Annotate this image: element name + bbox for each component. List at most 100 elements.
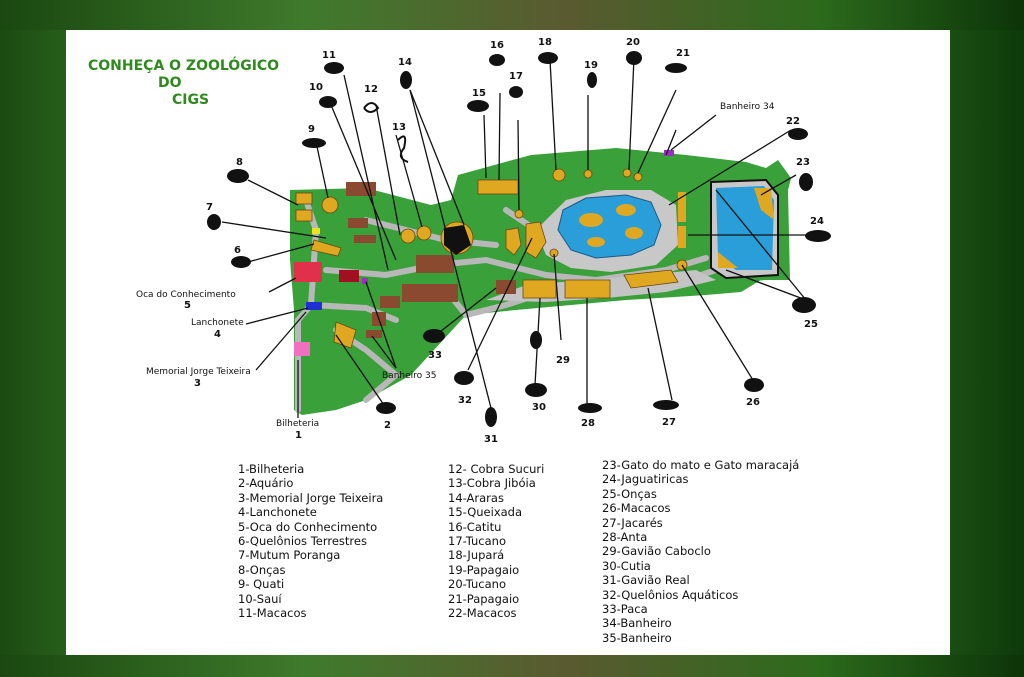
quati-icon-9 <box>302 138 326 148</box>
legend-item: 5-Oca do Conhecimento <box>238 519 378 534</box>
num-15: 15 <box>472 88 486 99</box>
lake-island-2 <box>616 204 636 216</box>
num-13: 13 <box>392 122 406 133</box>
onca-icon-25 <box>792 297 816 313</box>
label-memorial-num: 3 <box>194 378 201 389</box>
legend-item: 14-Araras <box>448 490 504 505</box>
legend-item: 1-Bilheteria <box>238 462 305 476</box>
enclosure-ground-1 <box>754 188 774 220</box>
legend-item: 8-Onças <box>238 562 286 577</box>
lake-island-4 <box>587 237 605 247</box>
label-oca-num: 5 <box>184 300 191 311</box>
legend-item: 25-Onças <box>602 486 657 501</box>
top-background-band <box>0 0 1024 30</box>
num-2: 2 <box>384 420 391 431</box>
legend-item: 3-Memorial Jorge Teixeira <box>238 490 384 505</box>
legend-item: 27-Jacarés <box>602 515 663 530</box>
label-bilheteria-num: 1 <box>295 430 302 441</box>
legend-item: 31-Gavião Real <box>602 573 690 588</box>
lanchonete-building <box>306 302 322 310</box>
legend-item: 24-Jaguatiricas <box>602 472 689 487</box>
title-line-2: DO <box>158 75 182 91</box>
num-20: 20 <box>626 37 640 48</box>
legend-item: 18-Jupará <box>448 548 505 563</box>
title-line-1: CONHEÇA O ZOOLÓGICO <box>88 58 280 74</box>
snake-icon-13 <box>397 135 409 163</box>
num-33: 33 <box>428 350 442 361</box>
label-oca: Oca do Conhecimento <box>136 290 236 300</box>
num-12: 12 <box>364 84 378 95</box>
legend-column-2: 12- Cobra Sucuri 13-Cobra Jibóia 14-Arar… <box>448 462 544 620</box>
catitu-icon-16 <box>489 54 505 66</box>
legend-column-3: 23-Gato do mato e Gato maracajá 24-Jagua… <box>602 458 799 645</box>
num-10: 10 <box>309 82 323 93</box>
num-18: 18 <box>538 37 552 48</box>
banheiro-35-marker <box>362 278 368 284</box>
legend-column-1: 1-Bilheteria 2-Aquário 3-Memorial Jorge … <box>238 462 383 620</box>
num-26: 26 <box>746 397 760 408</box>
label-bilheteria: Bilheteria <box>276 419 319 429</box>
legend-item: 19-Papagaio <box>448 562 520 577</box>
num-25: 25 <box>804 319 818 330</box>
num-23: 23 <box>796 157 810 168</box>
num-8: 8 <box>236 157 243 168</box>
legend-item: 10-Sauí <box>238 591 282 606</box>
num-30: 30 <box>532 402 546 413</box>
legend-item: 13-Cobra Jibóia <box>448 476 536 491</box>
memorial-building <box>294 342 310 356</box>
leader-lines <box>221 57 807 418</box>
monkey-icon-22 <box>788 128 808 140</box>
legend-item: 20-Tucano <box>448 577 506 592</box>
legend-item: 28-Anta <box>602 530 648 545</box>
legend-item: 17-Tucano <box>448 534 506 549</box>
legend-item: 34-Banheiro <box>602 616 672 631</box>
num-6: 6 <box>234 245 241 256</box>
legend-item: 16-Catitu <box>448 519 502 534</box>
num-9: 9 <box>308 124 315 135</box>
num-11: 11 <box>322 50 336 61</box>
num-27: 27 <box>662 417 676 428</box>
legend-item: 15-Queixada <box>448 505 523 520</box>
banheiro-34-marker <box>664 150 674 156</box>
num-21: 21 <box>676 48 690 59</box>
num-28: 28 <box>581 418 595 429</box>
legend-item: 29-Gavião Caboclo <box>602 544 711 559</box>
legend-item: 12- Cobra Sucuri <box>448 462 545 476</box>
map-title: CONHEÇA O ZOOLÓGICO DO CIGS <box>88 58 318 109</box>
tucano-icon-17 <box>509 86 523 98</box>
legend-item: 2-Aquário <box>238 476 294 491</box>
legend-item: 7-Mutum Poranga <box>238 548 341 563</box>
jaguatirica-icon-24 <box>805 230 831 242</box>
num-24: 24 <box>810 216 824 227</box>
legend-item: 33-Paca <box>602 602 648 617</box>
label-banheiro-34: Banheiro 34 <box>720 102 775 112</box>
jacare-icon-27 <box>653 400 679 410</box>
legend-item: 6-Quelônios Terrestres <box>238 534 367 549</box>
label-lanchonete-num: 4 <box>214 329 221 340</box>
papagaio-icon-19 <box>587 72 597 88</box>
monkey-icon-11 <box>324 62 344 74</box>
legend-item: 32-Quelônios Aquáticos <box>602 587 739 602</box>
lake-island-3 <box>625 227 643 239</box>
animal-silhouettes <box>207 51 831 427</box>
jupara-icon-18 <box>538 52 558 64</box>
turtle-icon-32 <box>454 371 474 385</box>
enclosure-24 <box>678 226 686 248</box>
enclosure-numbers: 2 6 7 8 9 10 11 12 13 14 15 16 17 18 19 … <box>206 37 824 445</box>
legend-item: 26-Macacos <box>602 501 671 516</box>
papagaio-icon-21 <box>665 63 687 73</box>
legend-item: 30-Cutia <box>602 558 651 573</box>
legend-item: 21-Papagaio <box>448 591 520 606</box>
num-14: 14 <box>398 57 412 68</box>
saui-icon-10 <box>319 96 337 108</box>
legend-item: 22-Macacos <box>448 606 517 621</box>
lanchonete-roof <box>339 270 359 282</box>
label-memorial: Memorial Jorge Teixeira <box>146 367 251 377</box>
arara-icon-14 <box>400 71 412 89</box>
enclosure-ground-2 <box>718 252 738 268</box>
num-17: 17 <box>509 71 523 82</box>
oca-building <box>294 262 322 282</box>
gaviao-icon-29 <box>530 331 542 349</box>
num-7: 7 <box>206 202 213 213</box>
anta-icon-28 <box>578 403 602 413</box>
